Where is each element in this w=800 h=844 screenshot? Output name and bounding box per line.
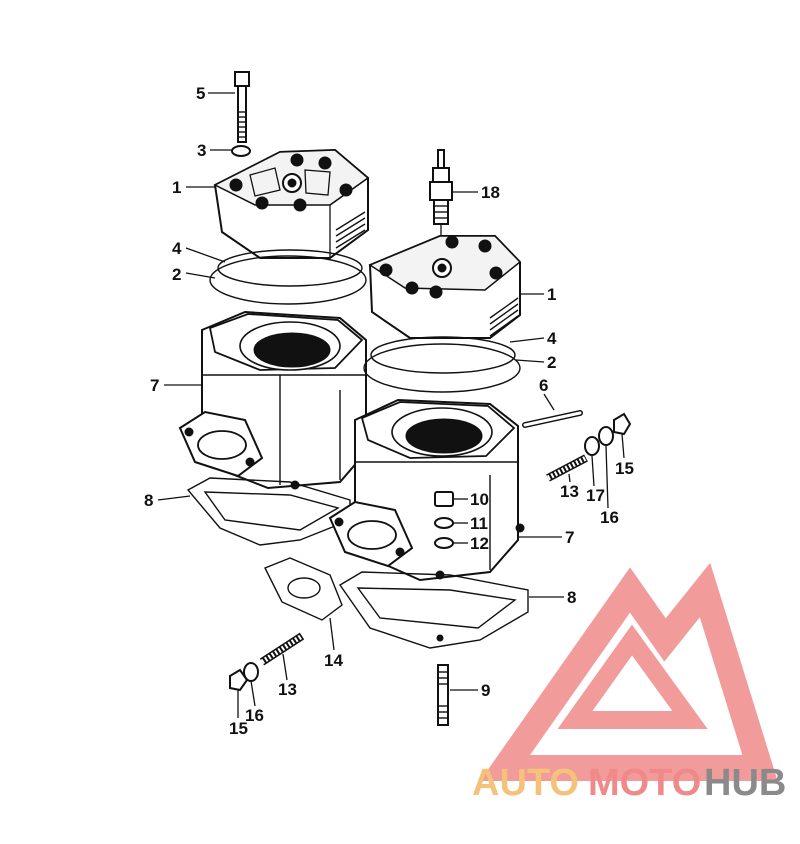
- nut-15-left: [229, 668, 249, 692]
- callout-2-left: 2: [172, 265, 181, 284]
- callout-4-right: 4: [547, 329, 557, 348]
- lock-washer-16-right: [598, 426, 614, 446]
- callout-14: 14: [324, 651, 343, 670]
- cylinder-stud-9: [437, 664, 449, 726]
- callout-16-left: 16: [245, 706, 264, 725]
- callout-2-right: 2: [547, 353, 556, 372]
- callout-4-left: 4: [172, 239, 182, 258]
- callout-9: 9: [481, 681, 490, 700]
- callout-7-right: 7: [565, 528, 574, 547]
- head-o-ring-left: [217, 249, 363, 287]
- base-gasket-right: [338, 571, 529, 649]
- callout-18: 18: [481, 183, 500, 202]
- washer-12: [434, 537, 454, 549]
- watermark-text: AUTO MOTO HUB: [472, 762, 786, 804]
- callout-8-left: 8: [144, 491, 153, 510]
- callout-6: 6: [539, 376, 548, 395]
- callout-3: 3: [197, 141, 206, 160]
- watermark-text-moto: MOTO: [588, 762, 701, 804]
- callout-7-left: 7: [150, 376, 159, 395]
- watermark-text-hub: HUB: [704, 762, 786, 804]
- head-gasket-left: [209, 255, 367, 305]
- callout-15-right: 15: [615, 459, 634, 478]
- head-gasket-right: [363, 343, 521, 393]
- callout-13-right: 13: [560, 482, 579, 501]
- washer-11: [434, 517, 454, 529]
- callout-17: 17: [586, 486, 605, 505]
- cylinder-right: [328, 398, 525, 582]
- callout-10: 10: [470, 490, 489, 509]
- watermark-text-auto: AUTO: [472, 762, 579, 804]
- washer-17-right: [584, 436, 600, 456]
- cylinder-head-right: [368, 235, 522, 339]
- exhaust-stud-right: [546, 454, 588, 482]
- callout-13-left: 13: [278, 680, 297, 699]
- callout-12: 12: [470, 534, 489, 553]
- callout-5: 5: [196, 84, 205, 103]
- exhaust-gasket: [264, 557, 343, 621]
- callout-16-right: 16: [600, 508, 619, 527]
- exhaust-stud-left: [259, 632, 305, 666]
- callout-8-right: 8: [567, 588, 576, 607]
- cylinder-head-bolt: [234, 71, 250, 143]
- callout-11: 11: [470, 514, 488, 533]
- cylinder-left: [178, 310, 367, 490]
- callout-1-right: 1: [547, 285, 556, 304]
- head-o-ring-right: [370, 336, 516, 374]
- callout-labels: 5 3 1 4 2 7 8 18 1 4 2 6 10 11 12 7 8 9 …: [144, 84, 634, 738]
- nut-15-right: [613, 412, 632, 436]
- watermark-logo-icon: [479, 562, 778, 781]
- head-washer: [231, 145, 251, 157]
- leader-lines: [157, 92, 625, 718]
- cylinder-head-left: [213, 148, 370, 260]
- nut-10: [434, 491, 454, 507]
- callout-1-left: 1: [172, 178, 181, 197]
- callout-15-left: 15: [229, 719, 248, 738]
